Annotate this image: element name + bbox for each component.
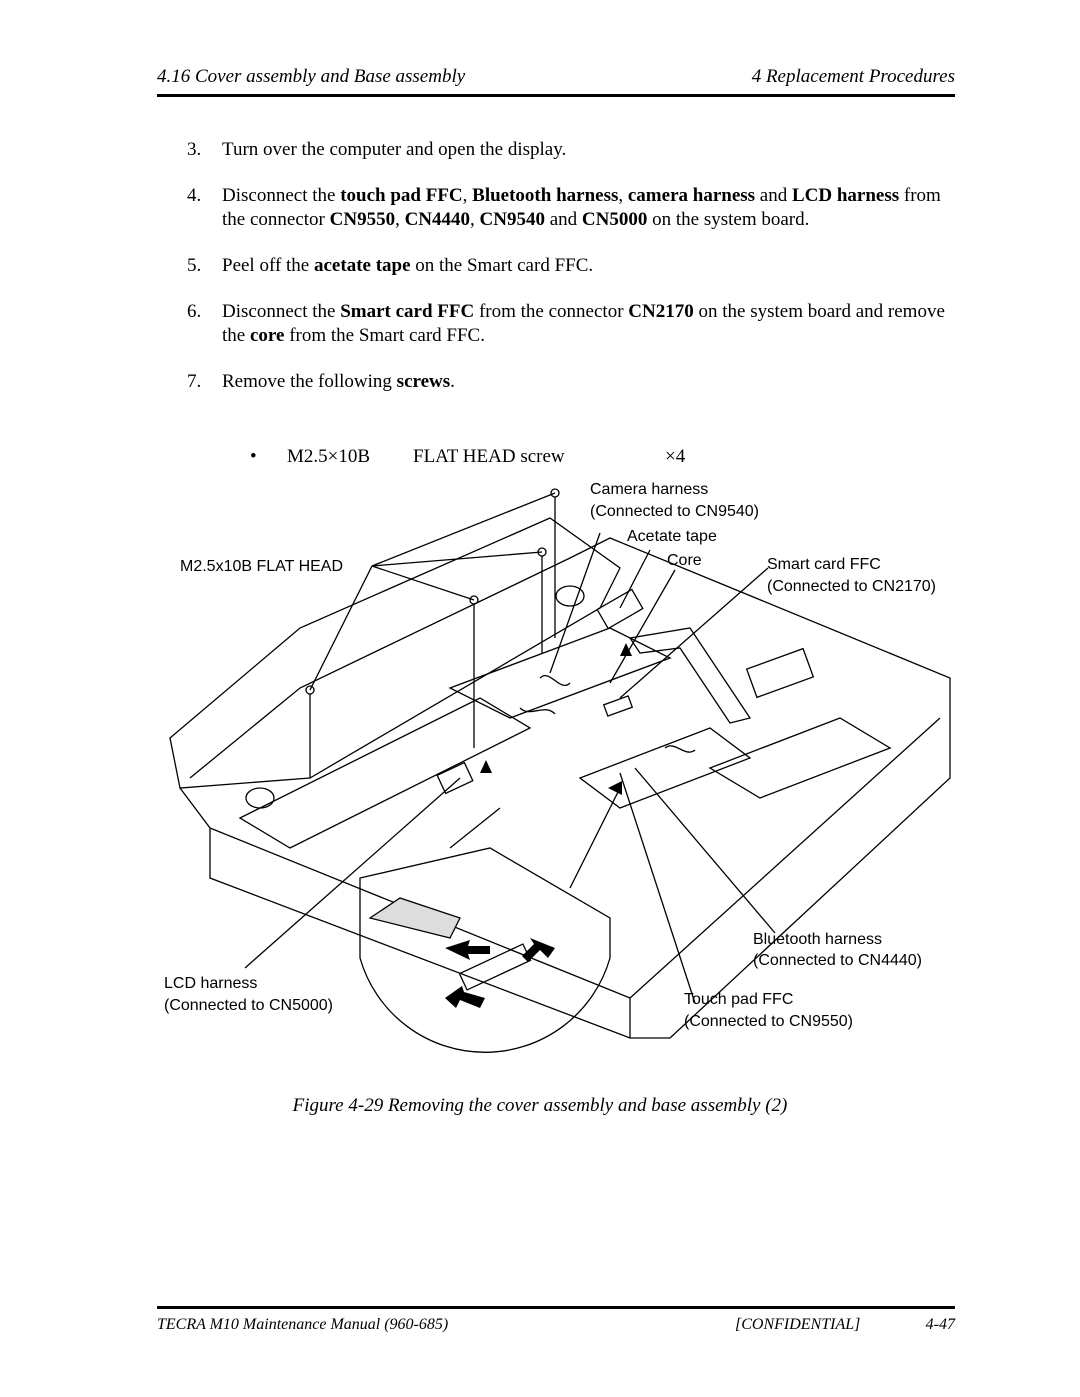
step-text-segment: , <box>395 209 405 230</box>
step-text-segment: , <box>618 185 628 206</box>
label-lcd-connector: (Connected to CN5000) <box>164 997 333 1014</box>
laptop-base <box>179 537 951 1039</box>
label-camera-harness: Camera harness <box>590 481 708 498</box>
emphasis-term: core <box>249 325 285 346</box>
step-text-segment: Remove the following <box>222 371 397 392</box>
step-text-segment: . <box>450 371 455 392</box>
step-text-segment: Turn over the computer and open the disp… <box>222 139 567 160</box>
emphasis-term: CN2170 <box>628 301 694 322</box>
right-hinge <box>555 585 585 607</box>
step-text: Peel off the acetate tape on the Smart c… <box>222 255 593 276</box>
step-number: 3. <box>187 139 202 160</box>
emphasis-term: CN4440 <box>404 209 471 230</box>
section-title: 4.16 Cover assembly and Base assembly <box>157 66 466 87</box>
step-7: 7. Remove the following screws. <box>187 370 957 394</box>
step-text: Disconnect the touch pad FFC, Bluetooth … <box>222 185 941 230</box>
confidential-mark: [CONFIDENTIAL] <box>735 1316 861 1333</box>
arrow-2 <box>522 938 555 962</box>
label-bluetooth-connector: (Connected to CN4440) <box>753 952 922 969</box>
magnifier-circle <box>359 847 611 1053</box>
emphasis-term: Smart card FFC <box>340 301 475 322</box>
step-number: 6. <box>187 301 202 322</box>
step-text-segment: and <box>755 185 792 206</box>
step-text: Disconnect the Smart card FFC from the c… <box>222 301 945 346</box>
chapter-title: 4 Replacement Procedures <box>751 66 955 87</box>
emphasis-term: camera harness <box>627 185 756 206</box>
screw-1 <box>550 488 560 638</box>
emphasis-term: LCD harness <box>791 185 900 206</box>
step-text: Remove the following screws. <box>222 371 455 392</box>
step-text-segment: from the connector <box>474 301 629 322</box>
page-header: 4.16 Cover assembly and Base assembly 4 … <box>157 64 955 97</box>
manual-title: TECRA M10 Maintenance Manual (960-685) <box>157 1316 449 1333</box>
screw-type: FLAT HEAD screw <box>413 446 565 467</box>
figure-caption: Figure 4-29 Removing the cover assembly … <box>292 1095 788 1116</box>
screw-list-item: • <box>250 446 257 468</box>
arrow-1 <box>445 940 490 960</box>
step-text-segment: Disconnect the <box>222 301 341 322</box>
step-number: 7. <box>187 371 202 392</box>
label-touch-pad-connector: (Connected to CN9550) <box>684 1013 853 1030</box>
emphasis-term: CN9540 <box>479 209 545 230</box>
left-hinge <box>245 787 275 809</box>
label-lcd-harness: LCD harness <box>164 975 257 992</box>
arrow-3 <box>445 986 485 1008</box>
step-6: 6. Disconnect the Smart card FFC from the… <box>187 300 957 348</box>
emphasis-term: touch pad FFC <box>340 185 463 206</box>
screw-3 <box>469 595 479 748</box>
screw-2 <box>537 547 547 653</box>
label-acetate-tape: Acetate tape <box>627 528 717 545</box>
smart-card-ffc <box>628 627 752 724</box>
step-number: 4. <box>187 185 202 206</box>
bullet: • <box>250 446 257 467</box>
label-bluetooth-harness: Bluetooth harness <box>753 931 882 948</box>
step-text-segment: Disconnect the <box>222 185 341 206</box>
step-text: Turn over the computer and open the disp… <box>222 139 566 160</box>
acetate-tape <box>596 588 644 630</box>
emphasis-term: screws <box>396 371 451 392</box>
step-text-segment: on the system board and remove the <box>222 301 945 346</box>
step-text-segment: , <box>470 209 480 230</box>
screw-size: M2.5×10B <box>287 446 371 467</box>
page-footer: TECRA M10 Maintenance Manual (960-685) [… <box>157 1306 955 1339</box>
label-screw: M2.5x10B FLAT HEAD <box>180 558 343 575</box>
emphasis-term: CN5000 <box>581 209 648 230</box>
emphasis-term: Bluetooth harness <box>472 185 619 206</box>
laptop-illustration: Camera harness (Connected to CN9540) Ace… <box>164 481 951 1053</box>
step-text-segment: from the connector <box>222 185 941 230</box>
label-smart-card-ffc: Smart card FFC <box>767 556 881 573</box>
page-number: 4-47 <box>925 1316 955 1333</box>
procedure-steps: 3. Turn over the computer and open the di… <box>187 138 957 416</box>
disassembly-figure: Camera harness (Connected to CN9540) Ace… <box>150 478 970 1078</box>
step-text-segment: and <box>544 209 582 230</box>
screw-4 <box>305 685 315 778</box>
emphasis-term: acetate tape <box>314 255 411 276</box>
arrow-4 <box>620 643 632 656</box>
step-number: 5. <box>187 255 202 276</box>
step-text-segment: , <box>462 185 473 206</box>
step-text-segment: from the Smart card FFC. <box>284 325 485 346</box>
step-text-segment: Peel off the <box>222 255 314 276</box>
label-camera-connector: (Connected to CN9540) <box>590 503 759 520</box>
emphasis-term: CN9550 <box>329 209 396 230</box>
arrow-6 <box>608 781 622 795</box>
display-panel <box>169 517 621 789</box>
arrow-5 <box>480 760 492 773</box>
label-touch-pad-ffc: Touch pad FFC <box>684 991 793 1008</box>
step-5: 5. Peel off the acetate tape on the Smart… <box>187 254 957 278</box>
step-text-segment: on the Smart card FFC. <box>410 255 594 276</box>
screw-quantity: ×4 <box>665 446 686 467</box>
lcd-harness-detail <box>368 897 461 939</box>
step-4: 4. Disconnect the touch pad FFC, Bluetoot… <box>187 184 957 232</box>
step-text-segment: on the system board. <box>647 209 810 230</box>
step-3: 3. Turn over the computer and open the di… <box>187 138 957 162</box>
label-core: Core <box>667 552 702 569</box>
label-smart-card-connector: (Connected to CN2170) <box>767 578 936 595</box>
